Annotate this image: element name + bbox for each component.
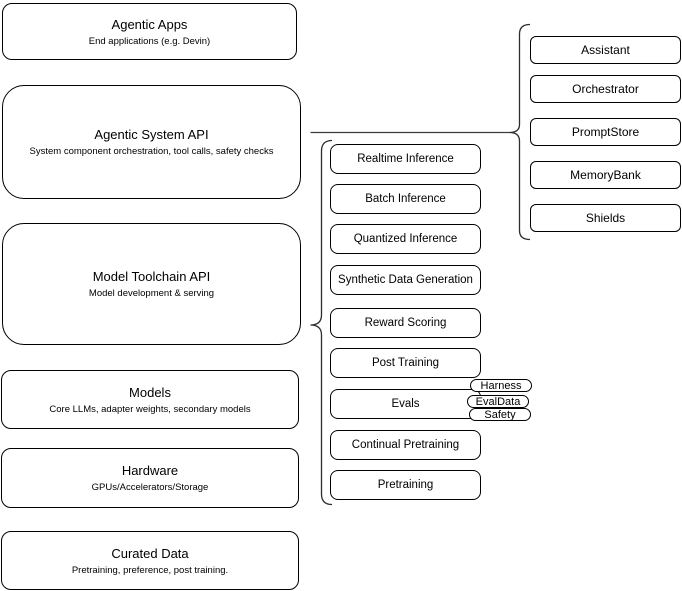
pill-evaldata: EvalData	[467, 395, 529, 408]
node-reward-scoring: Reward Scoring	[330, 308, 481, 338]
node-realtime-inference: Realtime Inference	[330, 144, 481, 174]
node-evals: Evals	[330, 389, 481, 419]
node-pretraining: Pretraining	[330, 470, 481, 500]
node-agentic-apps-subtitle: End applications (e.g. Devin)	[88, 35, 211, 47]
node-curated-data-title: Curated Data	[111, 545, 189, 561]
node-assistant: Assistant	[530, 36, 681, 64]
node-agentic-system-api-title: Agentic System API	[94, 127, 209, 142]
node-agentic-system-api: Agentic System API System component orch…	[2, 85, 301, 199]
node-post-training: Post Training	[330, 348, 481, 378]
pill-safety: Safety	[469, 408, 531, 421]
node-hardware-subtitle: GPUs/Accelerators/Storage	[91, 482, 209, 493]
node-synthetic-data-generation: Synthetic Data Generation	[330, 265, 481, 295]
node-models-title: Models	[129, 384, 171, 400]
node-memorybank: MemoryBank	[530, 161, 681, 189]
node-batch-inference: Batch Inference	[330, 184, 481, 214]
node-orchestrator: Orchestrator	[530, 75, 681, 103]
node-curated-data: Curated Data Pretraining, preference, po…	[1, 531, 299, 590]
node-shields: Shields	[530, 204, 681, 232]
toolchain-group-brace	[310, 139, 333, 506]
node-agentic-apps: Agentic Apps End applications (e.g. Devi…	[2, 3, 297, 60]
node-models-subtitle: Core LLMs, adapter weights, secondary mo…	[49, 403, 251, 415]
system-group-brace	[509, 23, 531, 241]
node-continual-pretraining: Continual Pretraining	[330, 430, 481, 460]
node-quantized-inference: Quantized Inference	[330, 224, 481, 254]
pill-harness: Harness	[470, 379, 532, 392]
node-agentic-system-api-subtitle: System component orchestration, tool cal…	[29, 146, 274, 157]
node-hardware: Hardware GPUs/Accelerators/Storage	[1, 448, 299, 508]
node-models: Models Core LLMs, adapter weights, secon…	[1, 370, 299, 429]
node-hardware-title: Hardware	[121, 463, 179, 478]
node-model-toolchain-api-title: Model Toolchain API	[92, 269, 211, 284]
node-curated-data-subtitle: Pretraining, preference, post training.	[71, 564, 229, 576]
node-agentic-apps-title: Agentic Apps	[111, 16, 188, 32]
node-model-toolchain-api: Model Toolchain API Model development & …	[2, 223, 301, 345]
node-promptstore: PromptStore	[530, 118, 681, 146]
node-model-toolchain-api-subtitle: Model development & serving	[88, 288, 215, 299]
